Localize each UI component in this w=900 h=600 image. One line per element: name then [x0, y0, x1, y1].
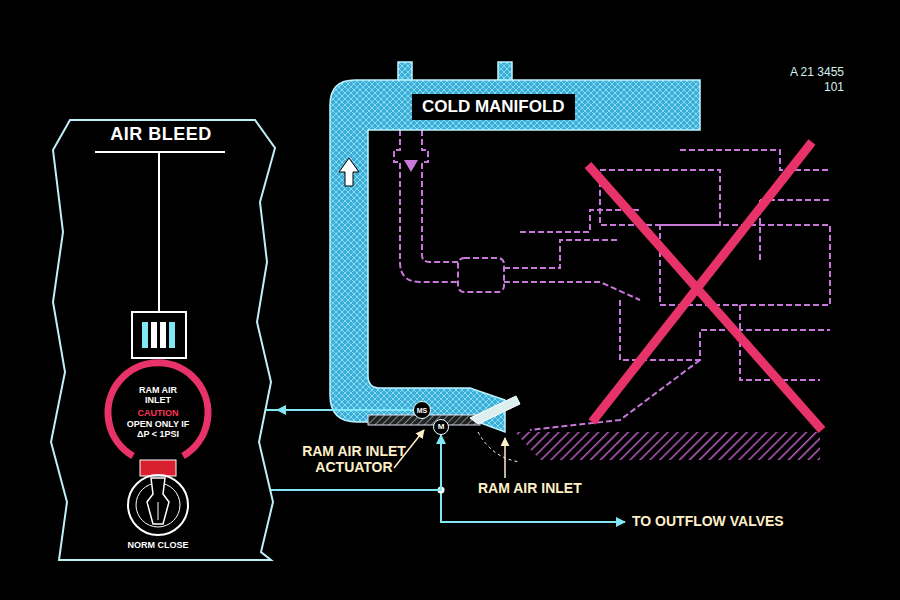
drawing-number: A 21 3455 — [760, 66, 844, 80]
sheet-number: 101 — [760, 81, 844, 95]
art-path — [760, 200, 830, 260]
indicator-bar — [160, 322, 166, 348]
flow-arrow — [339, 158, 359, 186]
caution-guard: RAM AIR INLET CAUTIONOPEN ONLY IF ΔP < 1P… — [103, 356, 213, 470]
bus-line — [158, 152, 160, 312]
toggle-switch: NORM CLOSE — [113, 460, 203, 556]
inlet-leader — [504, 438, 506, 478]
node-text: NORM CLOSE — [113, 540, 203, 550]
art-line — [588, 165, 822, 430]
duct-name-box: COLD MANIFOLD — [412, 94, 575, 120]
pack-outline — [394, 130, 830, 430]
art-path — [520, 210, 640, 232]
position-indicator — [132, 312, 186, 358]
switch-guard — [140, 460, 176, 476]
indicator-bar — [142, 322, 148, 348]
node-text: M — [438, 423, 445, 431]
signal-wire — [277, 409, 413, 411]
control-panel: AIR BLEED RAM AIR INLET CAUTIONOPEN ONLY I… — [45, 112, 277, 564]
inlet-flap-arc — [478, 432, 520, 462]
node-text: CAUTION — [138, 408, 179, 419]
art-path — [504, 240, 620, 268]
node-text: MS — [417, 407, 428, 414]
art-rect — [458, 258, 504, 292]
node-text: OPEN ONLY IF ΔP < 1PSI — [124, 419, 192, 440]
node-text: RAM AIR INLET — [128, 386, 188, 406]
switch-lever — [158, 502, 159, 520]
indicator-bar — [169, 322, 175, 348]
cold-duct — [330, 80, 700, 432]
panel-outline — [51, 120, 275, 560]
part-label: RAM AIR INLET ACTUATOR — [290, 443, 418, 475]
node-text: AIR BLEED — [45, 112, 277, 145]
indicator-bar — [151, 322, 157, 348]
art-path — [394, 130, 458, 282]
caution-ring — [108, 363, 208, 456]
part-label: RAM AIR INLET — [478, 480, 582, 496]
manifold-stub — [498, 62, 512, 82]
art-line — [592, 142, 812, 422]
art-path — [404, 160, 418, 172]
inlet-floor — [515, 432, 820, 460]
switch-lever — [147, 478, 169, 524]
destination-label: TO OUTFLOW VALVES — [632, 513, 784, 529]
motor-switch-circle: MS — [413, 401, 431, 419]
switch-body — [128, 475, 188, 535]
red-cross — [588, 142, 822, 430]
art-path — [504, 282, 640, 300]
inlet-flap — [470, 396, 520, 424]
manifold-stub — [398, 62, 412, 82]
motor-circle: M — [433, 419, 449, 435]
art-path — [740, 305, 820, 380]
node-text: COLD MANIFOLD — [422, 94, 565, 120]
art-rect — [660, 225, 830, 305]
art-path — [422, 130, 458, 262]
